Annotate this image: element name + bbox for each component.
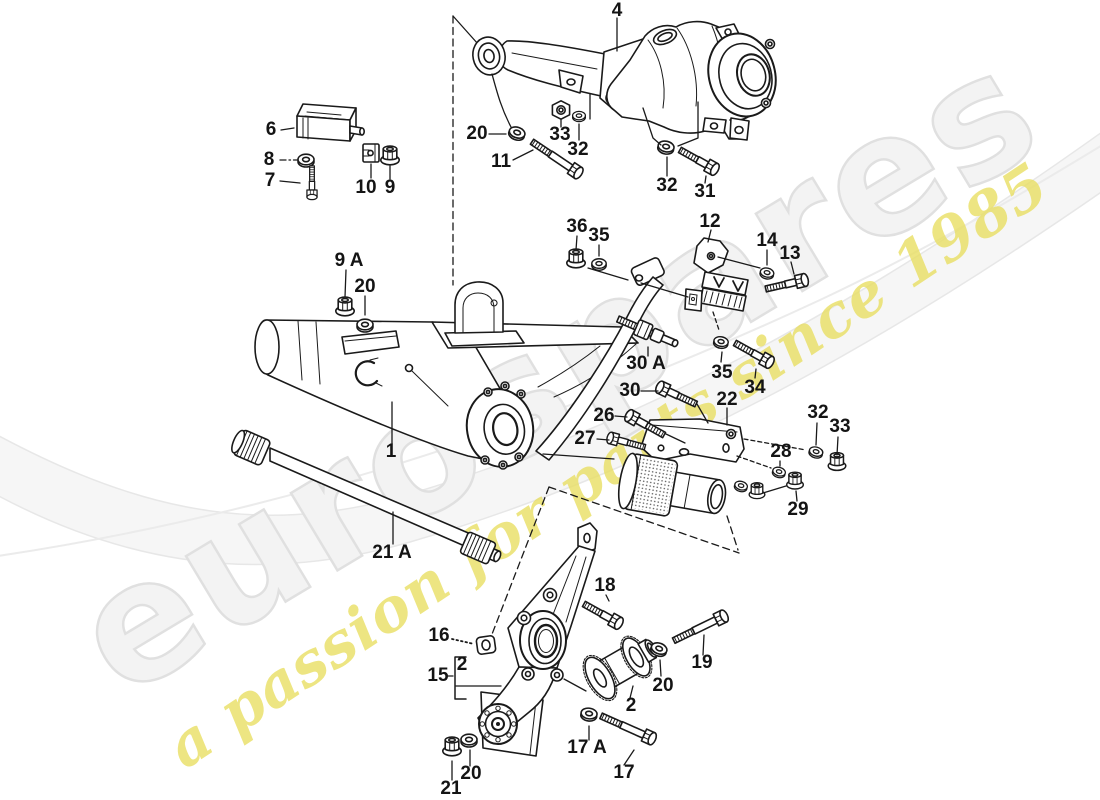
callout-18: 18 (594, 575, 616, 596)
callout-20-mid: 20 (354, 276, 376, 297)
callout-26: 26 (593, 405, 615, 426)
callout-21: 21 (440, 778, 462, 799)
callout-20-bottom: 20 (460, 763, 482, 784)
callout-33-right: 33 (829, 416, 851, 437)
fasteners (297, 100, 847, 757)
swoosh-curve (0, 145, 1100, 557)
callout-31: 31 (694, 181, 716, 202)
swoosh-band (0, 132, 1100, 566)
callout-35-lower: 35 (711, 362, 733, 383)
clip-nut-10 (362, 143, 380, 163)
callout-17a: 17 A (567, 737, 607, 758)
differential-housing (599, 20, 777, 141)
callout-16: 16 (428, 625, 450, 646)
bushing-assembly-2 (582, 635, 658, 702)
construction-lines (452, 15, 740, 643)
bearing-carrier (477, 522, 598, 757)
callout-1: 1 (385, 441, 397, 462)
callout-32-right: 32 (807, 402, 829, 423)
callout-28: 28 (770, 441, 792, 462)
callout-9a: 9 A (334, 250, 364, 271)
callout-7: 7 (264, 170, 276, 191)
callout-6: 6 (265, 119, 277, 140)
front-axle-support-arm (472, 36, 606, 97)
leader-lines (279, 17, 839, 781)
callout-33-top: 33 (549, 124, 571, 145)
callout-34: 34 (744, 377, 766, 398)
torsion-bar (231, 429, 502, 565)
callout-29: 29 (787, 499, 809, 520)
callout-30: 30 (619, 380, 641, 401)
callout-36: 36 (566, 216, 588, 237)
callout-35-upper: 35 (588, 225, 610, 246)
callout-8: 8 (263, 149, 275, 170)
callout-17: 17 (613, 762, 635, 783)
transmission-mount-12 (684, 237, 749, 312)
washer-16 (475, 635, 497, 655)
callout-19: 19 (691, 652, 713, 673)
callout-30a: 30 A (626, 353, 666, 374)
callout-21a: 21 A (372, 542, 412, 563)
callout-32-diff: 32 (656, 175, 678, 196)
callout-20-bushing: 20 (652, 675, 674, 696)
callout-14: 14 (756, 230, 778, 251)
bolt-30a (615, 315, 679, 348)
callout-15: 15 (427, 665, 449, 686)
callout-32-top: 32 (567, 139, 589, 160)
support-bracket-22 (617, 418, 745, 517)
callout-12: 12 (699, 211, 721, 232)
callout-2-bracket: 2 (456, 654, 468, 675)
mount-bracket-6 (296, 103, 365, 142)
callout-2-bushing: 2 (625, 695, 637, 716)
callout-22: 22 (716, 389, 738, 410)
callout-11: 11 (490, 151, 512, 172)
callout-27: 27 (574, 428, 596, 449)
rubber-bushing-22 (617, 452, 727, 517)
callout-4: 4 (611, 0, 623, 21)
callout-10: 10 (355, 177, 377, 198)
callout-13: 13 (779, 243, 801, 264)
callout-9: 9 (384, 177, 396, 198)
callout-20-top: 20 (466, 123, 488, 144)
